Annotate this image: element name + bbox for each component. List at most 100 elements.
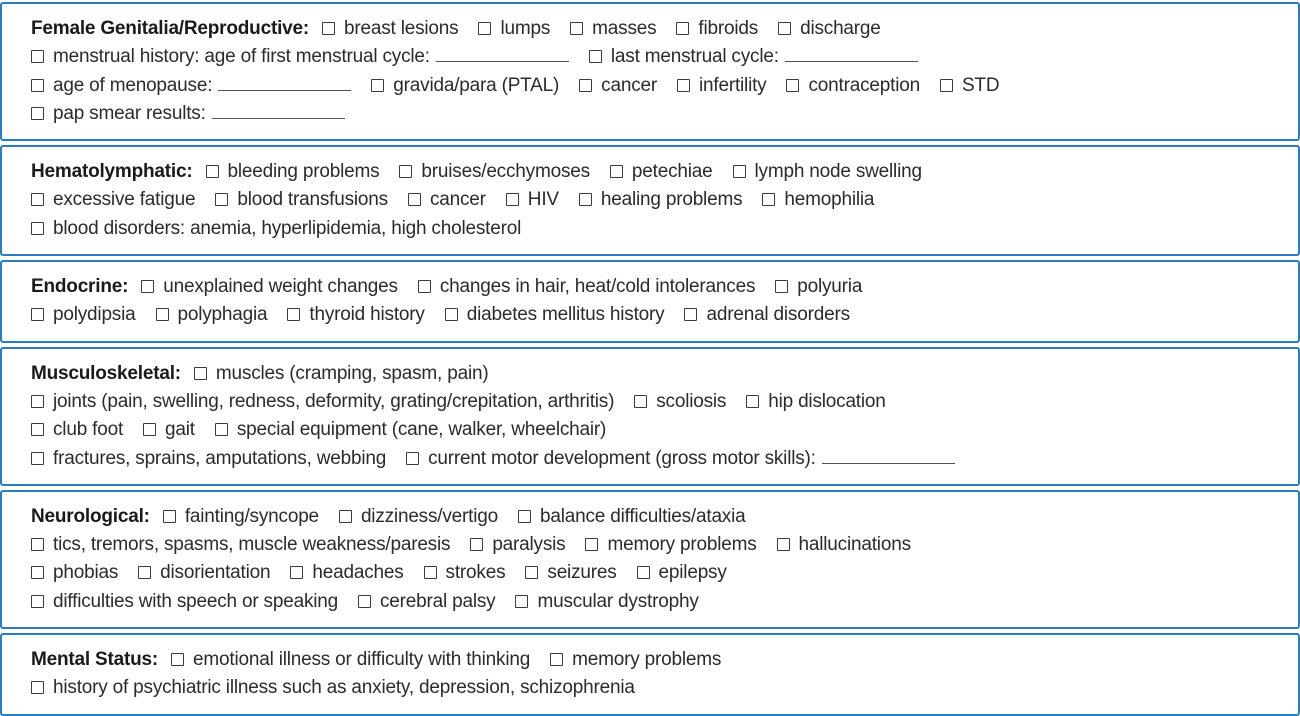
checkbox-icon[interactable]	[579, 78, 593, 92]
checkbox-icon[interactable]	[371, 78, 385, 92]
checkbox-item: scoliosis	[634, 391, 726, 412]
checkbox-icon[interactable]	[31, 106, 44, 120]
checkbox-icon[interactable]	[746, 394, 760, 408]
checkbox-icon[interactable]	[570, 22, 584, 35]
checkbox-item: memory problems	[550, 649, 721, 670]
checkbox-icon[interactable]	[518, 509, 531, 523]
checkbox-icon[interactable]	[609, 165, 623, 179]
checkbox-icon[interactable]	[423, 566, 437, 580]
checkbox-icon[interactable]	[732, 165, 746, 179]
checkbox-icon[interactable]	[205, 165, 219, 179]
checkbox-icon[interactable]	[407, 193, 421, 207]
checkbox-icon[interactable]	[31, 50, 44, 64]
blank-field[interactable]	[784, 48, 918, 63]
checkbox-item: fainting/syncope	[162, 506, 319, 527]
checkbox-icon[interactable]	[776, 538, 790, 552]
checkbox-label: fibroids	[698, 18, 759, 39]
checkbox-icon[interactable]	[417, 280, 431, 294]
checkbox-icon[interactable]	[31, 423, 44, 437]
checkbox-label: menstrual history: age of first menstrua…	[53, 46, 430, 68]
checkbox-icon[interactable]	[141, 280, 155, 294]
form-line: fractures, sprains, amputations, webbing…	[31, 445, 1278, 473]
checkbox-icon[interactable]	[214, 423, 228, 437]
checkbox-icon[interactable]	[138, 566, 152, 580]
checkbox-icon[interactable]	[578, 193, 592, 207]
checkbox-icon[interactable]	[215, 193, 229, 207]
checkbox-icon[interactable]	[322, 22, 336, 35]
checkbox-label: dizziness/vertigo	[360, 505, 498, 527]
checkbox-item: hemophilia	[762, 189, 874, 210]
checkbox-label: infertility	[698, 74, 767, 96]
checkbox-icon[interactable]	[358, 594, 371, 608]
checkbox-icon[interactable]	[31, 193, 44, 207]
checkbox-icon[interactable]	[470, 538, 484, 552]
checkbox-item: masses	[570, 18, 657, 39]
checkbox-icon[interactable]	[634, 394, 648, 408]
checkbox-icon[interactable]	[162, 509, 176, 523]
checkbox-icon[interactable]	[31, 78, 44, 92]
checkbox-label: tics, tremors, spasms, muscle weakness/p…	[53, 534, 451, 556]
checkbox-icon[interactable]	[31, 451, 44, 465]
checkbox-item: breast lesions	[322, 18, 459, 39]
blank-field[interactable]	[435, 48, 569, 63]
blank-field[interactable]	[821, 450, 955, 464]
checkbox-icon[interactable]	[31, 681, 44, 695]
checkbox-item: blood disorders: anemia, hyperlipidemia,…	[31, 218, 521, 239]
checkbox-icon[interactable]	[762, 193, 776, 207]
checkbox-label: bleeding problems	[227, 161, 380, 183]
checkbox-label: blood transfusions	[237, 189, 388, 211]
checkbox-label: last menstrual cycle:	[610, 46, 779, 68]
checkbox-icon[interactable]	[193, 366, 207, 380]
checkbox-icon[interactable]	[636, 566, 650, 580]
checkbox-icon[interactable]	[525, 566, 539, 580]
section-title: Female Genitalia/Reproductive:	[31, 18, 310, 39]
checkbox-item: petechiae	[609, 161, 713, 182]
blank-field[interactable]	[211, 105, 345, 119]
form-line: history of psychiatric illness such as a…	[31, 674, 1278, 702]
checkbox-item: emotional illness or difficulty with thi…	[171, 649, 530, 670]
checkbox-icon[interactable]	[676, 22, 690, 35]
checkbox-icon[interactable]	[31, 566, 44, 580]
checkbox-icon[interactable]	[444, 308, 458, 322]
form-line: pap smear results:	[31, 100, 1278, 128]
checkbox-icon[interactable]	[406, 451, 420, 465]
form-line: Musculoskeletal:muscles (cramping, spasm…	[31, 360, 1278, 388]
checkbox-icon[interactable]	[31, 594, 44, 608]
checkbox-icon[interactable]	[31, 538, 44, 552]
checkbox-icon[interactable]	[290, 566, 304, 580]
checkbox-icon[interactable]	[31, 221, 44, 235]
checkbox-label: scoliosis	[656, 390, 727, 412]
checkbox-label: contraception	[808, 74, 920, 96]
checkbox-icon[interactable]	[676, 78, 690, 92]
checkbox-item: seizures	[525, 562, 617, 583]
checkbox-item: gait	[143, 419, 195, 440]
checkbox-icon[interactable]	[399, 165, 413, 179]
checkbox-icon[interactable]	[588, 50, 602, 64]
checkbox-icon[interactable]	[287, 308, 301, 322]
checkbox-icon[interactable]	[684, 308, 698, 322]
checkbox-icon[interactable]	[585, 538, 599, 552]
checkbox-icon[interactable]	[778, 22, 792, 35]
checkbox-icon[interactable]	[939, 78, 953, 92]
checkbox-icon[interactable]	[143, 423, 157, 437]
checkbox-icon[interactable]	[171, 653, 185, 667]
checkbox-icon[interactable]	[478, 22, 492, 35]
checkbox-item: dizziness/vertigo	[338, 505, 498, 527]
checkbox-label: discharge	[800, 18, 881, 39]
checkbox-item: hip dislocation	[746, 391, 886, 412]
checkbox-icon[interactable]	[775, 280, 789, 294]
checkbox-icon[interactable]	[550, 653, 564, 667]
checkbox-icon[interactable]	[786, 78, 800, 92]
checkbox-icon[interactable]	[515, 594, 529, 608]
checkbox-icon[interactable]	[31, 308, 44, 322]
checkbox-icon[interactable]	[31, 394, 44, 408]
checkbox-icon[interactable]	[505, 193, 519, 207]
checkbox-icon[interactable]	[338, 509, 352, 523]
blank-field[interactable]	[218, 77, 352, 91]
checkbox-item: club foot	[31, 419, 123, 440]
checkbox-icon[interactable]	[155, 308, 169, 322]
